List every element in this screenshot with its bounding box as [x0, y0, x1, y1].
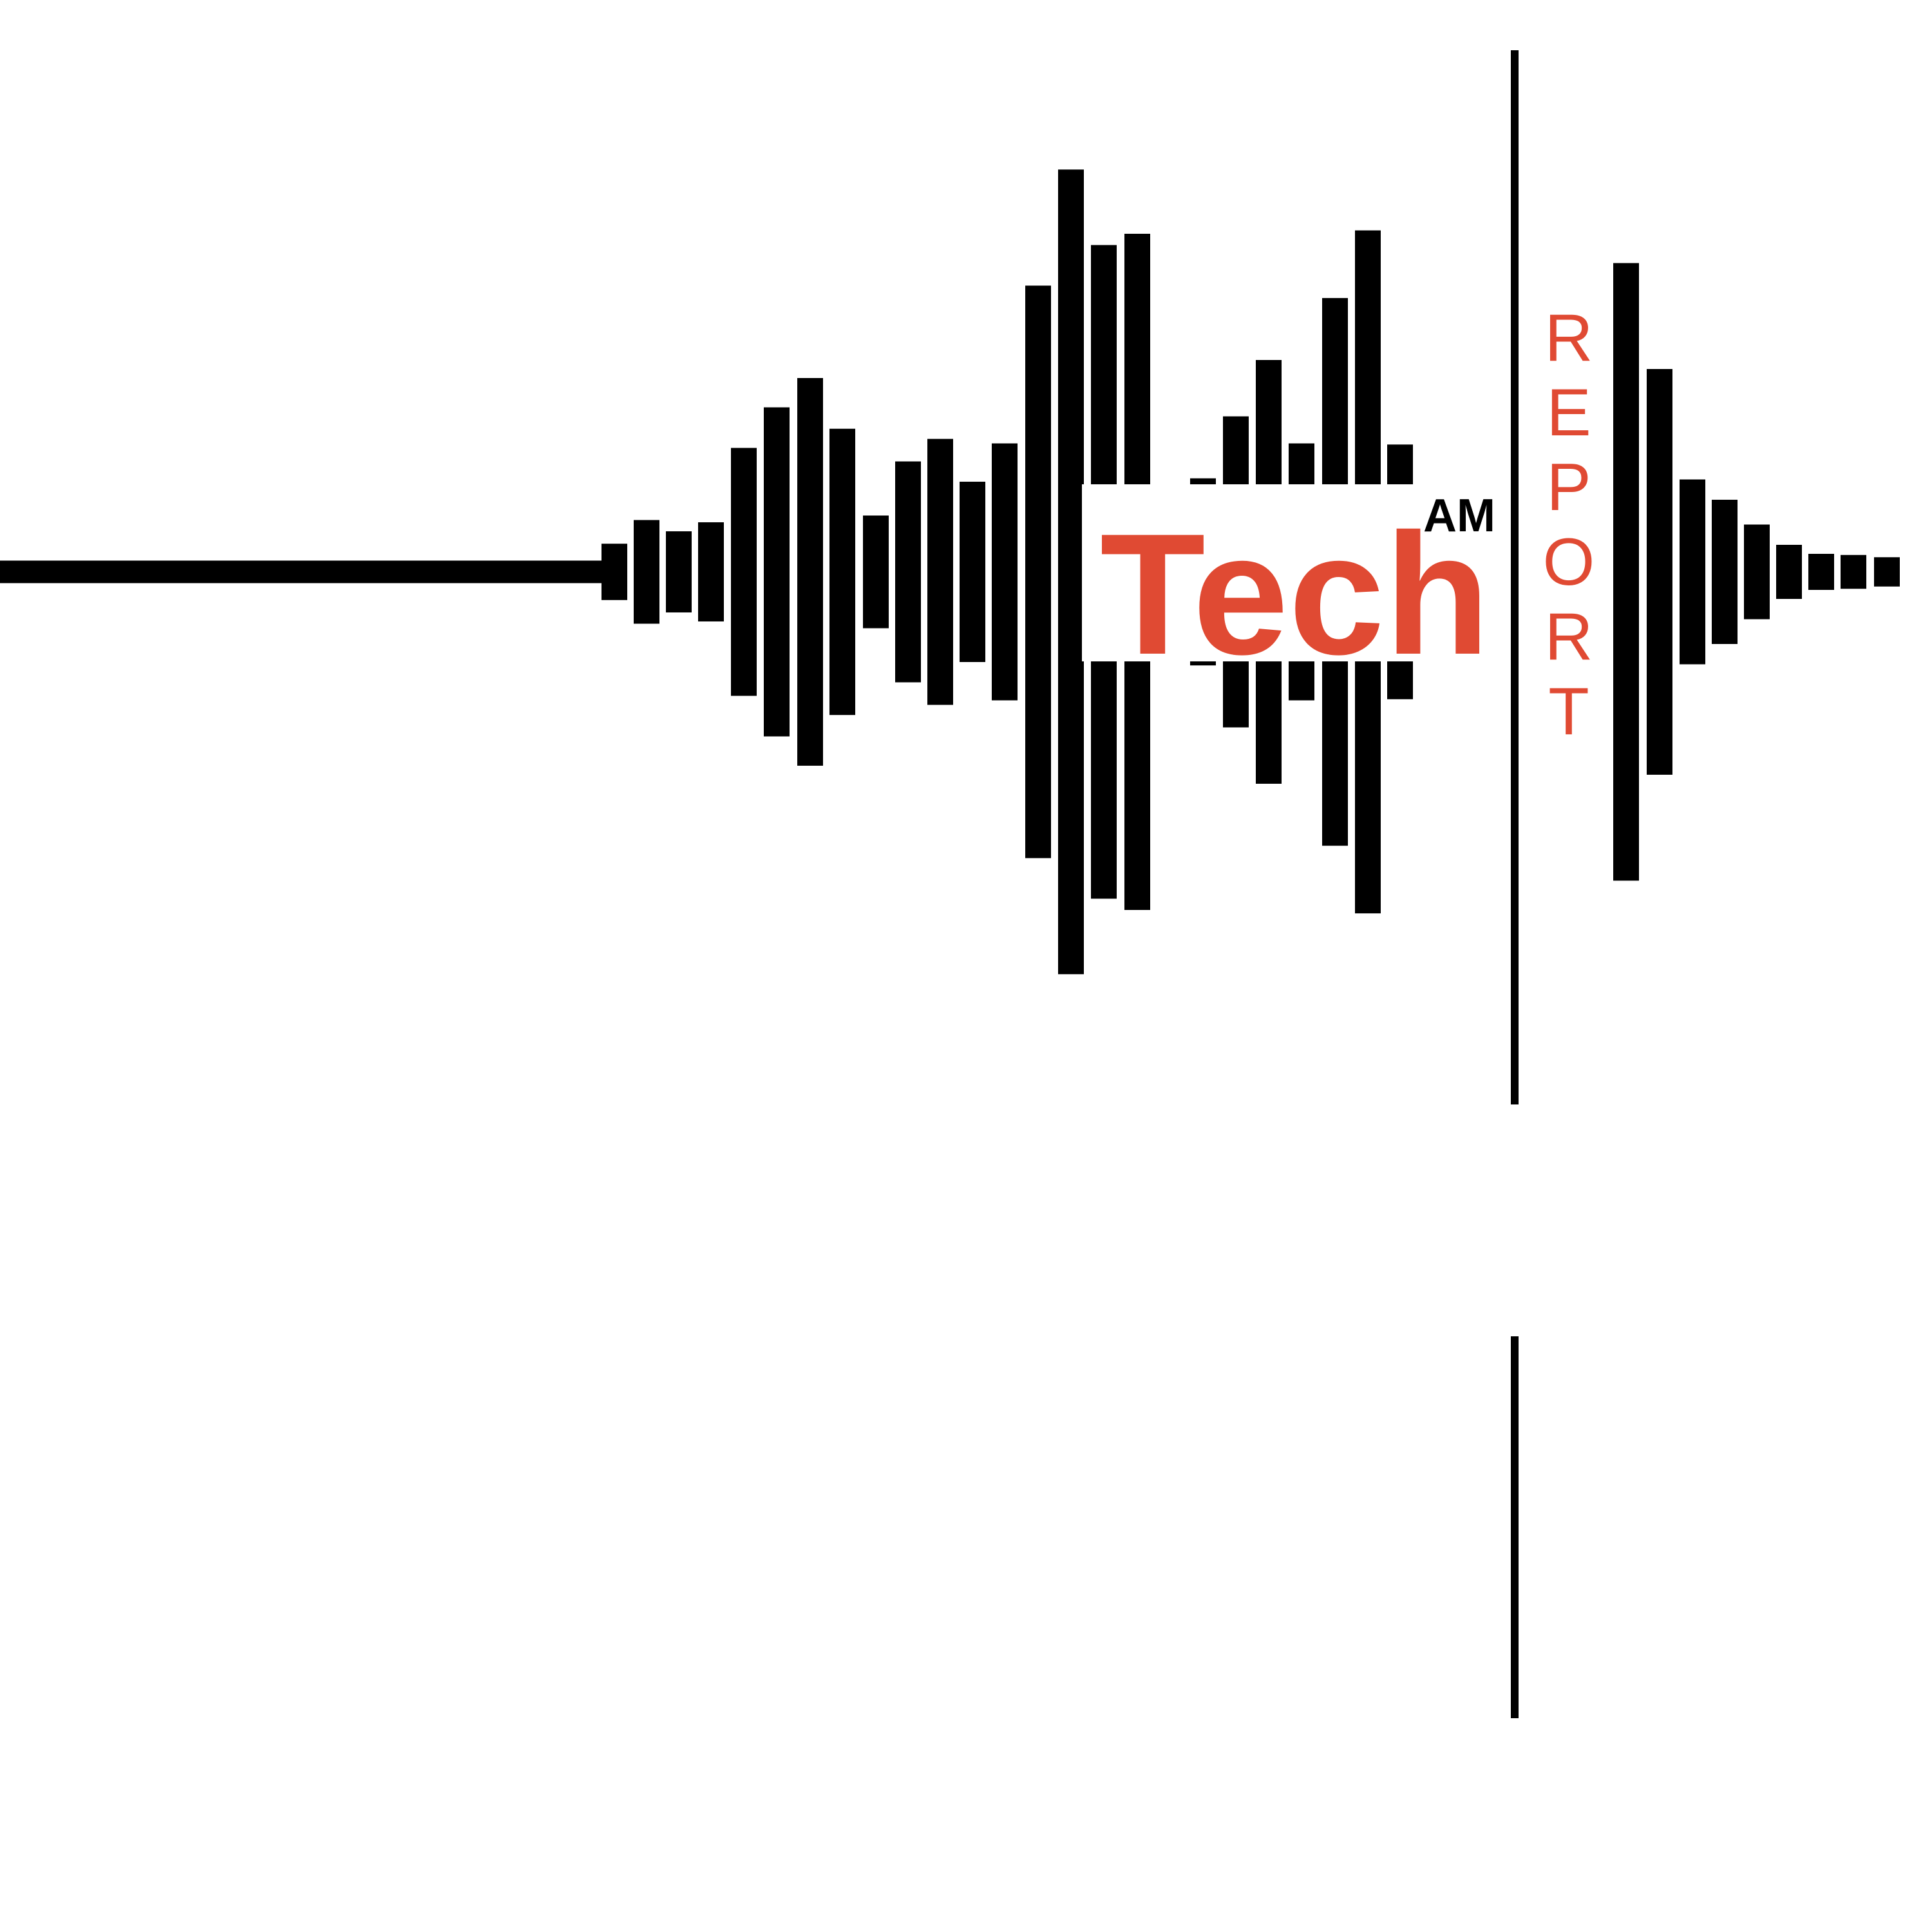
waveform-bar: [90, 560, 115, 583]
waveform-bar: [601, 544, 627, 600]
waveform-bar: [249, 560, 274, 583]
waveform-bar: [895, 461, 921, 683]
waveform-bar: [45, 560, 70, 583]
waveform-bar: [227, 560, 251, 583]
waveform-bar: [294, 560, 319, 583]
waveform-bar: [829, 428, 855, 715]
waveform-bar: [698, 522, 724, 621]
waveform-bar: [476, 560, 501, 583]
waveform-bar: [1808, 554, 1834, 590]
waveform-bar: [317, 560, 342, 583]
waveform-bar: [408, 560, 433, 583]
waveform-bar: [1647, 369, 1672, 775]
waveform-bar: [385, 560, 410, 583]
waveform-bar: [567, 560, 591, 583]
waveform-bar: [764, 407, 790, 737]
waveform-bar: [272, 560, 297, 583]
waveform-bar: [544, 560, 569, 583]
waveform-bar: [666, 531, 692, 612]
waveform-bar: [960, 482, 985, 662]
waveform-bar: [430, 560, 455, 583]
logo-word-tech: Tech: [1100, 497, 1490, 690]
waveform-bar: [634, 520, 659, 624]
waveform-bar: [731, 448, 757, 696]
waveform-bar: [498, 560, 524, 583]
title-plate: [1082, 484, 1507, 661]
waveform-bar: [1712, 500, 1738, 644]
waveform-bar: [521, 560, 546, 583]
waveform-bar: [1025, 285, 1051, 858]
waveform-bar: [863, 515, 889, 629]
waveform-bar: [0, 560, 24, 583]
waveform-bar: [204, 560, 229, 583]
waveform-bar: [1776, 545, 1802, 599]
waveform-bar: [1744, 524, 1770, 620]
waveform-bar: [68, 560, 93, 583]
waveform-bar: [363, 560, 388, 583]
waveform-bar: [992, 443, 1018, 701]
waveform-bar: [1874, 557, 1900, 587]
waveform-bar: [927, 439, 953, 705]
waveform-bar: [1841, 554, 1866, 589]
waveform-bar: [158, 560, 184, 583]
waveform-bar: [797, 378, 823, 766]
waveform-bar: [1058, 169, 1084, 974]
waveform-bar: [136, 560, 161, 583]
waveform-bar: [453, 560, 478, 583]
waveform-bar: [113, 560, 138, 583]
waveform-bar: [1613, 263, 1639, 881]
waveform-bar: [181, 560, 206, 583]
waveform-bar: [23, 560, 48, 583]
logo-word-am: AM: [1423, 490, 1495, 542]
waveform-bar: [340, 560, 365, 583]
waveform-bar: [1680, 479, 1705, 665]
